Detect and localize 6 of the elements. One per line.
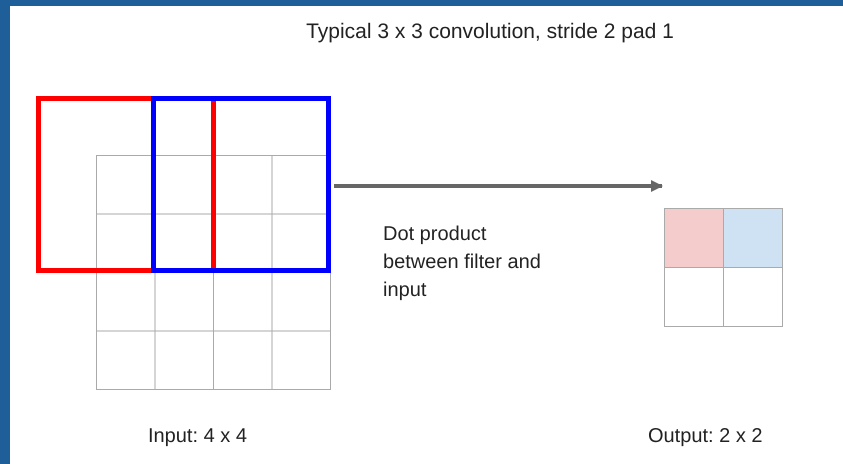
edge-label: Dot product between filter and input bbox=[383, 222, 542, 303]
diagram-title: Typical 3 x 3 convolution, stride 2 pad 1 bbox=[305, 20, 675, 44]
caption: Input: 4 x 4 bbox=[148, 425, 247, 448]
caption: Output: 2 x 2 bbox=[648, 425, 763, 448]
arrow bbox=[334, 180, 663, 192]
grid-drawing bbox=[664, 208, 783, 327]
